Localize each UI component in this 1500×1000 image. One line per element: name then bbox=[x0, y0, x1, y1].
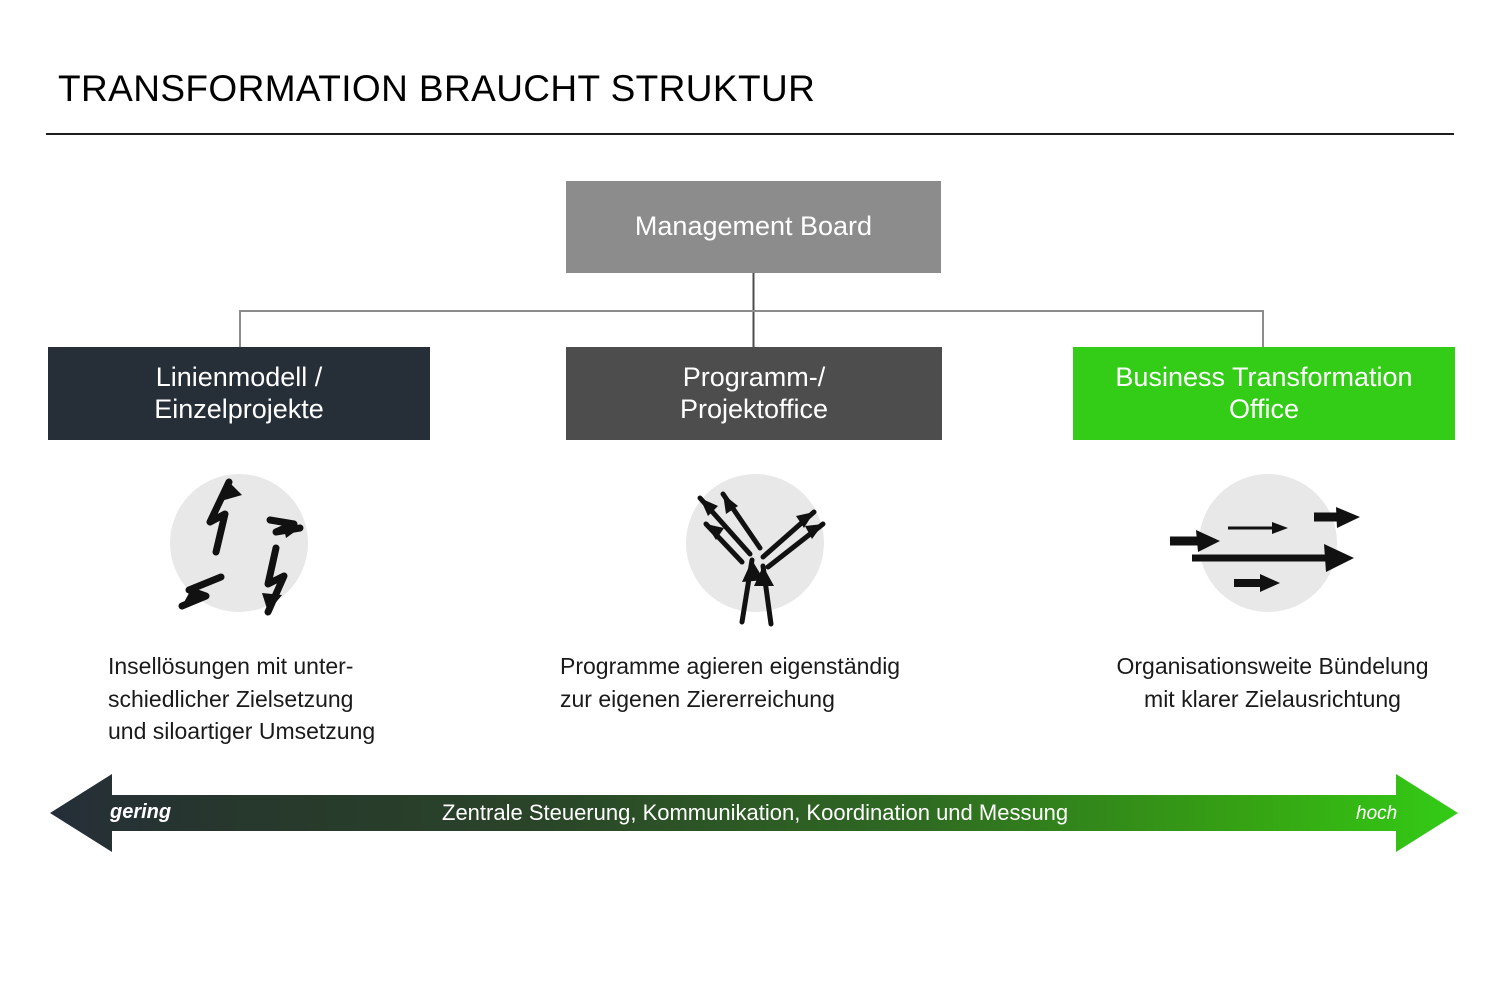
node-label-line1: Linienmodell / bbox=[155, 361, 323, 392]
icon-background-disc-2 bbox=[686, 474, 824, 612]
title-divider bbox=[46, 133, 1454, 135]
node-label: Programm-/ Projektoffice bbox=[680, 362, 828, 426]
maturity-scale-arrow bbox=[50, 774, 1458, 852]
node-business-transformation-office[interactable]: Business Transformation Office bbox=[1073, 347, 1455, 440]
node-label: Linienmodell / Einzelprojekte bbox=[154, 362, 324, 426]
node-label-line2: Office bbox=[1228, 393, 1299, 424]
caption-projektoffice: Programme agieren eigenständig zur eigen… bbox=[560, 650, 960, 715]
node-label-line1: Programm-/ bbox=[682, 361, 826, 392]
caption-line1: Organisationsweite Bündelung bbox=[1116, 653, 1429, 679]
scale-label-center: Zentrale Steuerung, Kommunikation, Koord… bbox=[442, 800, 1069, 825]
caption-line2: mit klarer Zielausrichtung bbox=[1144, 685, 1401, 712]
node-label-line1: Business Transformation bbox=[1115, 361, 1413, 392]
scale-label-high: hoch bbox=[1356, 803, 1398, 824]
caption-line2: schiedlicher Zielsetzung bbox=[108, 685, 354, 712]
node-management-board[interactable]: Management Board bbox=[566, 181, 941, 273]
icon-background-disc-3 bbox=[1199, 474, 1337, 612]
node-linienmodell[interactable]: Linienmodell / Einzelprojekte bbox=[48, 347, 430, 440]
node-label: Management Board bbox=[634, 211, 873, 242]
node-projektoffice[interactable]: Programm-/ Projektoffice bbox=[566, 347, 942, 440]
caption-line3: und siloartiger Umsetzung bbox=[108, 718, 376, 745]
page-title: TRANSFORMATION BRAUCHT STRUKTUR bbox=[58, 68, 816, 109]
node-label-line2: Projektoffice bbox=[679, 393, 829, 424]
caption-line2: zur eigenen Ziererreichung bbox=[560, 685, 835, 712]
caption-linienmodell: Insellösungen mit unter- schiedlicher Zi… bbox=[108, 650, 448, 748]
node-label: Business Transformation Office bbox=[1115, 362, 1412, 426]
node-label-line2: Einzelprojekte bbox=[154, 393, 324, 424]
scale-label-low: gering bbox=[110, 801, 172, 823]
caption-line1: Programme agieren eigenständig bbox=[560, 653, 901, 679]
icon-background-disc-1 bbox=[170, 474, 308, 612]
caption-line1: Insellösungen mit unter- bbox=[108, 653, 354, 679]
caption-business-transformation-office: Organisationsweite Bündelung mit klarer … bbox=[1085, 650, 1460, 715]
